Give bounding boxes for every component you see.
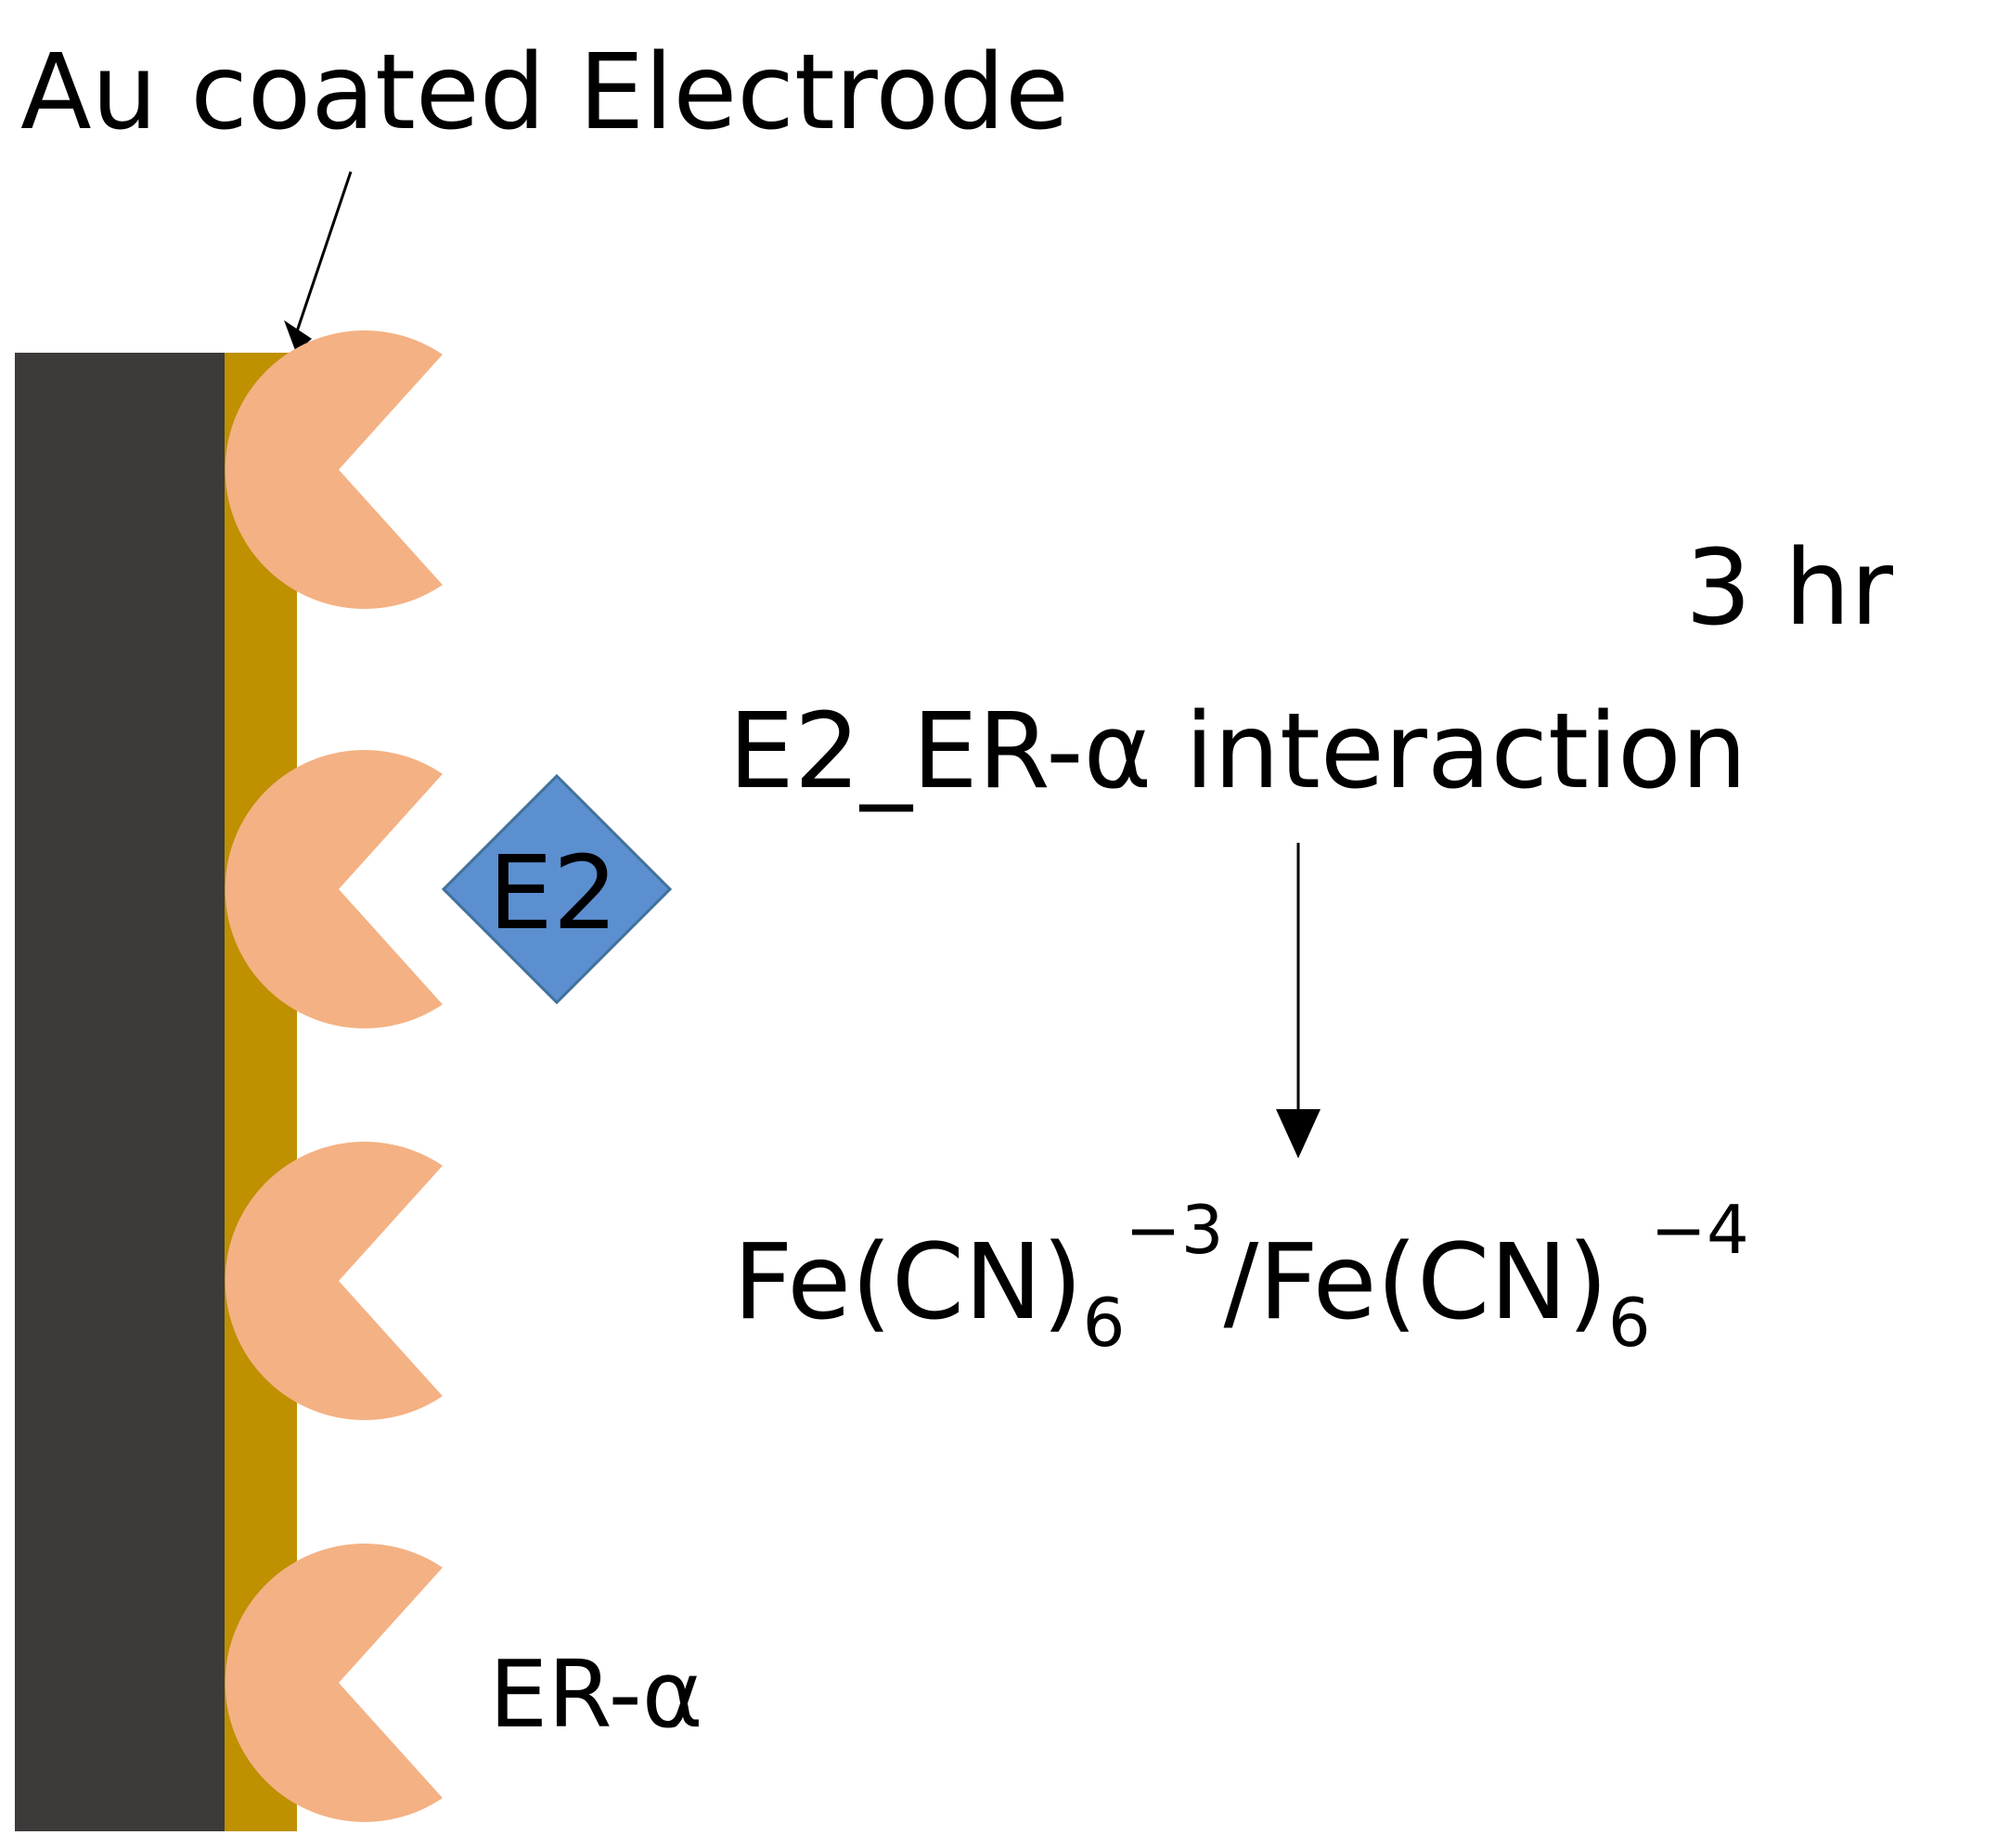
redox-base-2: Fe(CN): [1258, 1222, 1608, 1343]
redox-probe-label: Fe(CN)6−3/Fe(CN)6−4: [733, 1191, 1749, 1362]
electrode-pointer-arrow: [294, 171, 353, 335]
er-alpha-receptor: [225, 1544, 443, 1823]
incubation-time-label: 3 hr: [1685, 528, 1894, 649]
redox-sub-1: 6: [1083, 1284, 1126, 1362]
interaction-label: E2_ER-α interaction: [728, 691, 1747, 812]
process-arrowhead: [1276, 1109, 1321, 1158]
e2-ligand-diamond: [441, 773, 673, 1005]
redox-sup-1: −3: [1125, 1191, 1223, 1269]
redox-sup-2: −4: [1651, 1191, 1749, 1269]
electrode-title: Au coated Electrode: [20, 32, 1069, 153]
redox-slash: /: [1224, 1222, 1259, 1343]
redox-base-1: Fe(CN): [733, 1222, 1083, 1343]
redox-sub-2: 6: [1608, 1284, 1651, 1362]
er-alpha-receptor: [225, 750, 443, 1028]
electrode-body: [15, 353, 225, 1831]
er-alpha-receptor: [225, 1142, 443, 1421]
e2-ligand-label: E2: [488, 834, 618, 952]
er-alpha-receptor: [225, 330, 443, 609]
er-alpha-label: ER-α: [489, 1640, 703, 1749]
